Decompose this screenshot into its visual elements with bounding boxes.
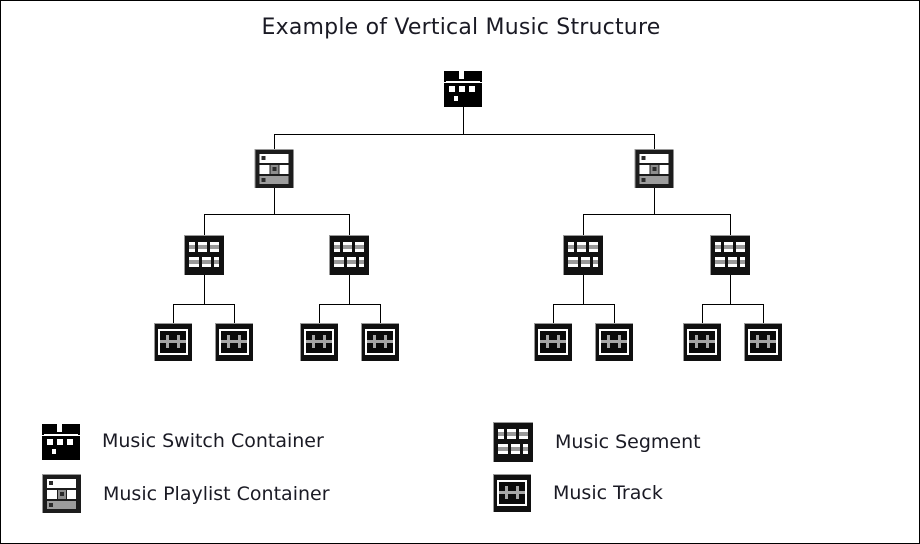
connector-segment-2-down bbox=[349, 275, 350, 305]
connector-to-segment-4 bbox=[730, 214, 731, 235]
node-music-segment-2[interactable] bbox=[329, 235, 369, 275]
connector-segment-1-down bbox=[204, 275, 205, 305]
connector-to-track-7 bbox=[702, 304, 703, 324]
legend-item-music-track[interactable]: Music Track bbox=[493, 474, 663, 512]
connector-to-playlist-right bbox=[654, 134, 655, 149]
connector-level1-bus bbox=[274, 134, 655, 135]
connector-root-down bbox=[463, 105, 464, 134]
connector-track-bus-3 bbox=[553, 304, 615, 305]
node-music-segment-3[interactable] bbox=[563, 235, 603, 275]
connector-playlist-left-down bbox=[274, 188, 275, 215]
legend-item-music-switch-container[interactable]: Music Switch Container bbox=[42, 422, 324, 460]
connector-track-bus-2 bbox=[319, 304, 381, 305]
music-segment-icon bbox=[493, 422, 533, 462]
legend-label-music-playlist-container: Music Playlist Container bbox=[103, 482, 330, 505]
connector-left-segment-bus bbox=[204, 214, 350, 215]
node-music-track-1[interactable] bbox=[154, 323, 192, 361]
node-music-track-8[interactable] bbox=[744, 323, 782, 361]
legend-item-music-segment[interactable]: Music Segment bbox=[493, 422, 701, 462]
node-music-segment-1[interactable] bbox=[184, 235, 224, 275]
connector-segment-4-down bbox=[730, 275, 731, 305]
connector-track-bus-4 bbox=[702, 304, 764, 305]
connector-right-segment-bus bbox=[583, 214, 731, 215]
node-music-playlist-container-right[interactable] bbox=[634, 149, 674, 188]
legend-label-music-track: Music Track bbox=[553, 482, 663, 504]
connector-to-segment-2 bbox=[349, 214, 350, 235]
legend-label-music-segment: Music Segment bbox=[555, 431, 701, 453]
connector-to-track-8 bbox=[763, 304, 764, 324]
connector-to-track-5 bbox=[553, 304, 554, 324]
node-music-track-7[interactable] bbox=[683, 323, 721, 361]
connector-to-segment-3 bbox=[583, 214, 584, 235]
music-playlist-container-icon bbox=[42, 474, 81, 513]
music-track-icon bbox=[493, 474, 531, 512]
legend-label-music-switch-container: Music Switch Container bbox=[102, 430, 324, 452]
connector-to-track-3 bbox=[319, 304, 320, 324]
connector-to-track-4 bbox=[380, 304, 381, 324]
connector-playlist-right-down bbox=[654, 188, 655, 215]
connector-to-track-2 bbox=[234, 304, 235, 324]
node-music-switch-container-root[interactable] bbox=[444, 69, 482, 107]
connector-segment-3-down bbox=[583, 275, 584, 305]
node-music-track-4[interactable] bbox=[361, 323, 399, 361]
connector-to-segment-1 bbox=[204, 214, 205, 235]
node-music-segment-4[interactable] bbox=[710, 235, 750, 275]
legend-item-music-playlist-container[interactable]: Music Playlist Container bbox=[42, 474, 330, 513]
connector-to-track-6 bbox=[614, 304, 615, 324]
node-music-track-2[interactable] bbox=[215, 323, 253, 361]
node-music-track-6[interactable] bbox=[595, 323, 633, 361]
page-title: Example of Vertical Music Structure bbox=[261, 15, 661, 40]
music-switch-container-icon bbox=[42, 422, 80, 460]
connector-to-playlist-left bbox=[274, 134, 275, 149]
node-music-playlist-container-left[interactable] bbox=[254, 149, 294, 188]
node-music-track-3[interactable] bbox=[300, 323, 338, 361]
connector-track-bus-1 bbox=[173, 304, 235, 305]
connector-to-track-1 bbox=[173, 304, 174, 324]
node-music-track-5[interactable] bbox=[534, 323, 572, 361]
